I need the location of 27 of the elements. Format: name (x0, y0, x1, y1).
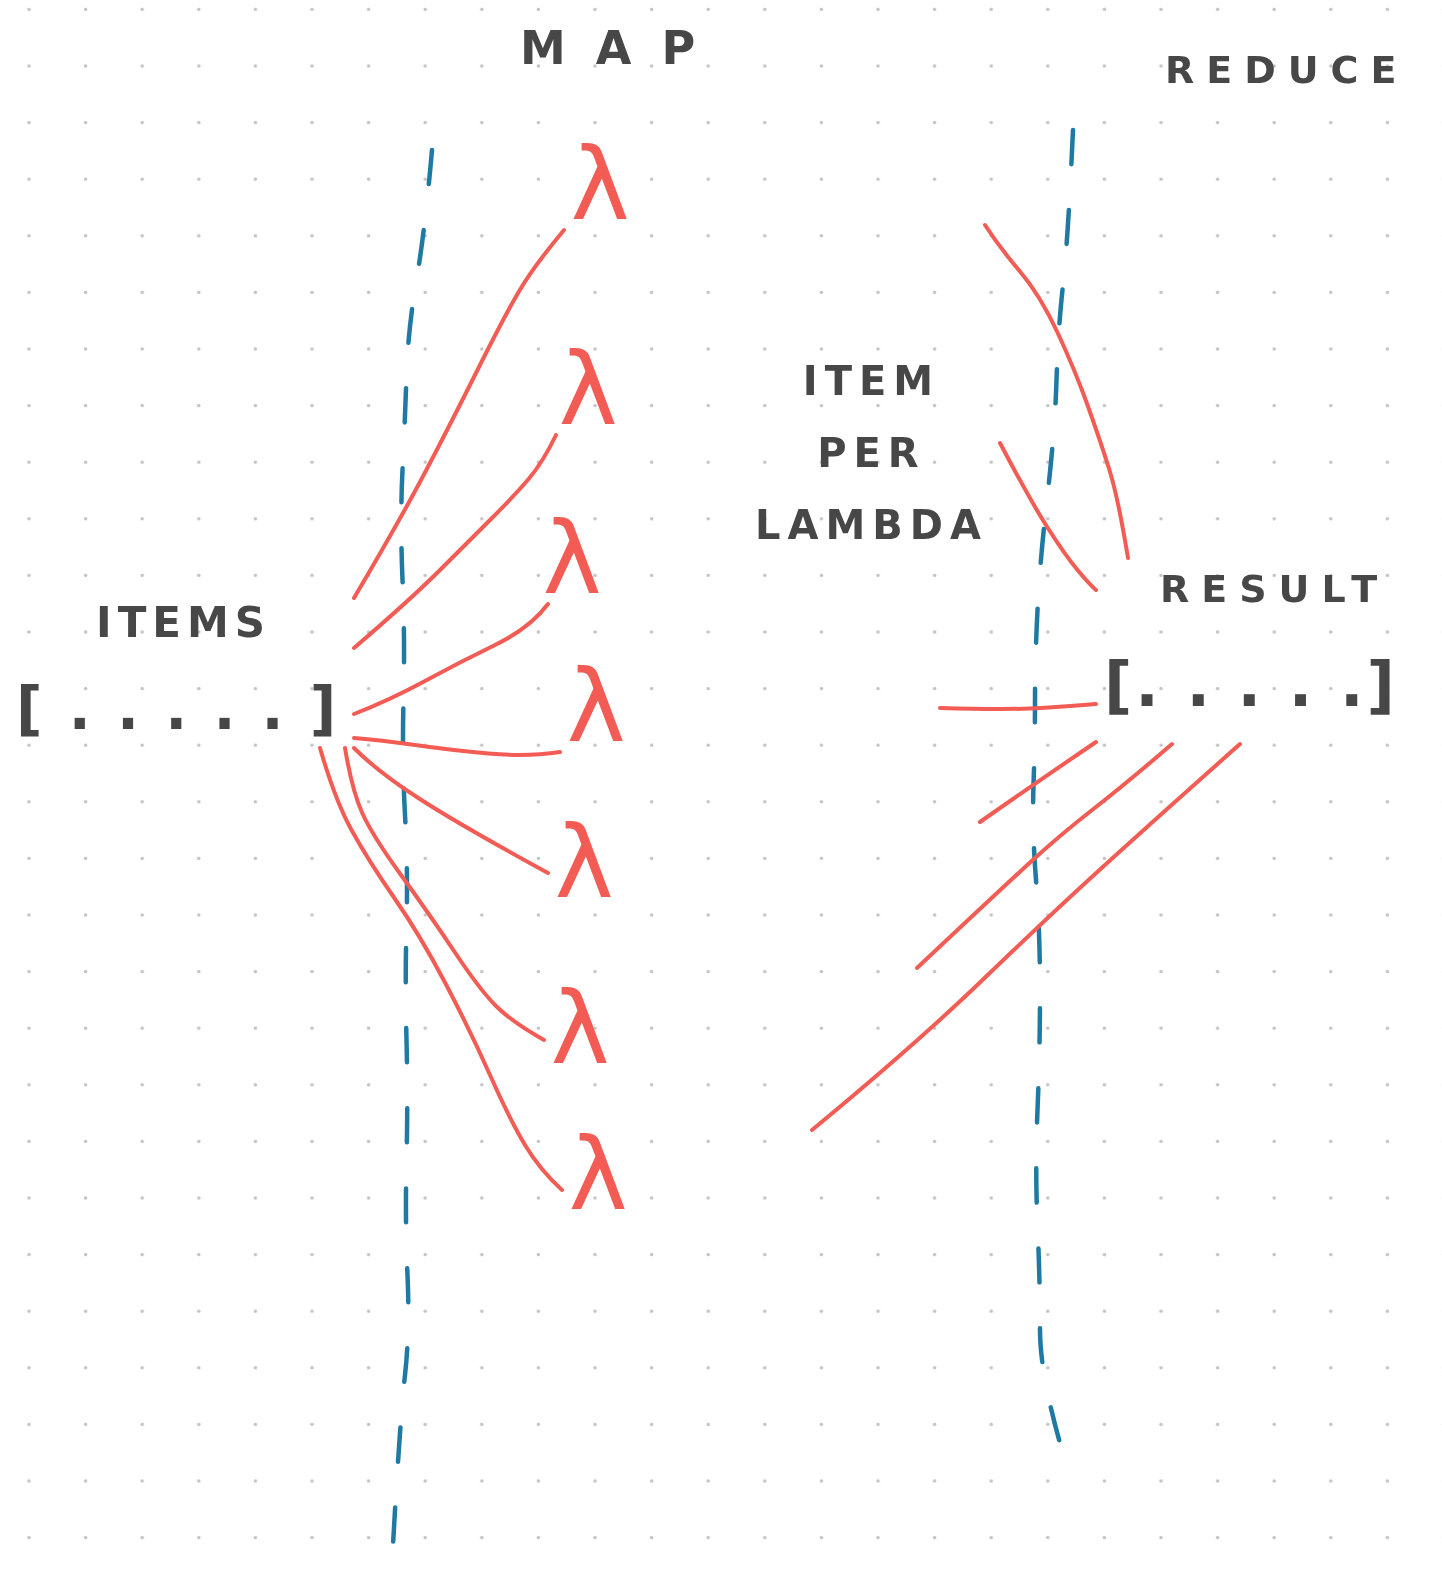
connector-line (352, 736, 562, 757)
connector-line (343, 746, 546, 1042)
array-label: ITEMS (96, 602, 271, 644)
connector-line (938, 702, 1098, 711)
array-label: RESULT (1160, 570, 1390, 608)
connector-line (915, 742, 1174, 970)
connector-line (352, 433, 558, 650)
connector-line (810, 742, 1242, 1132)
lambda-symbol: λ (562, 1130, 634, 1220)
connector-line (978, 740, 1098, 824)
array-notation: [ . . . . . ] (16, 680, 340, 738)
lambda-symbol: λ (564, 140, 636, 230)
connector-line (352, 746, 550, 875)
connector-line (983, 223, 1130, 560)
lambda-symbol: λ (552, 345, 624, 435)
lambda-symbol: λ (548, 818, 620, 908)
lambda-symbol: λ (544, 984, 616, 1074)
lambda-symbol: λ (536, 514, 608, 604)
column-heading: MAP (520, 24, 726, 72)
connector-line (352, 228, 566, 600)
annotation-text: ITEM PER LAMBDA (755, 357, 988, 550)
connector-line (318, 746, 564, 1192)
connector-line (352, 602, 550, 716)
connector-line (998, 441, 1098, 592)
column-heading: REDUCE (1165, 48, 1409, 92)
array-notation: [. . . . .] (1104, 654, 1398, 716)
lambda-symbol: λ (560, 662, 632, 752)
